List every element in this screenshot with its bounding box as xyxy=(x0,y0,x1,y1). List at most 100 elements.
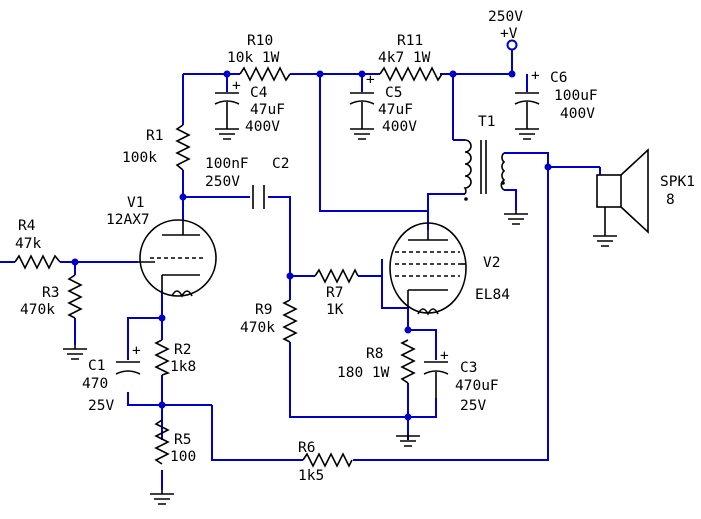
r8-ref-label: R8 xyxy=(366,346,383,362)
resistor-r4: R4 47k xyxy=(14,218,61,270)
capacitor-c2: C2 100nF 250V xyxy=(205,156,289,209)
junction-dot xyxy=(316,70,324,78)
ground-icon xyxy=(504,210,528,225)
c1-value-label: 470 xyxy=(82,376,108,392)
resistor-r6: R6 1k5 xyxy=(298,440,353,484)
c5-voltage-label: 400V xyxy=(382,119,417,135)
ground-icon xyxy=(396,435,420,447)
resistor-r10: R10 10k 1W xyxy=(227,33,291,82)
r2-value-label: 1k8 xyxy=(170,359,196,375)
c4-polarity: + xyxy=(232,78,241,94)
tube-v1: V1 12AX7 xyxy=(106,195,217,298)
supply-terminal: 250V +V xyxy=(488,9,523,51)
ground-icon xyxy=(350,125,374,140)
r5-value-label: 100 xyxy=(170,449,196,465)
resistor-r5: R5 100 xyxy=(154,419,196,465)
resistor-r8: R8 180 1W xyxy=(337,339,416,384)
r7-ref-label: R7 xyxy=(326,285,343,301)
t1-ref-label: T1 xyxy=(478,114,495,130)
r6-ref-label: R6 xyxy=(298,440,315,456)
r7-value-label: 1K xyxy=(326,302,344,318)
supply-voltage-label: 250V xyxy=(488,9,523,25)
tube-v2: V2 EL84 xyxy=(389,222,510,316)
r6-value-label: 1k5 xyxy=(298,468,324,484)
capacitor-c4: + C4 47uF 400V xyxy=(214,78,285,135)
c6-voltage-label: 400V xyxy=(560,106,595,122)
speaker-spk1: SPK1 8 xyxy=(596,148,695,234)
v2-ref-label: V2 xyxy=(483,255,500,271)
spk1-value-label: 8 xyxy=(666,192,675,208)
r10-ref-label: R10 xyxy=(247,33,273,49)
wires xyxy=(0,50,600,490)
junction-dot xyxy=(179,193,187,201)
resistor-r11: R11 4k7 1W xyxy=(378,33,443,82)
spk1-ref-label: SPK1 xyxy=(660,174,695,190)
junction-dot xyxy=(223,70,231,78)
junction-dot xyxy=(286,272,294,280)
junction-dot xyxy=(544,163,552,171)
c2-ref-label: C2 xyxy=(272,156,289,172)
c3-voltage-label: 25V xyxy=(460,398,486,414)
r2-ref-label: R2 xyxy=(174,342,191,358)
c1-polarity: + xyxy=(132,343,141,359)
ground-icon xyxy=(215,125,239,140)
r10-value-label: 10k 1W xyxy=(227,50,280,66)
c6-polarity: + xyxy=(531,68,540,84)
r5-ref-label: R5 xyxy=(174,432,191,448)
c4-value-label: 47uF xyxy=(250,102,285,118)
c2-value-label: 100nF xyxy=(205,156,249,172)
ground-icon xyxy=(63,345,87,360)
c1-ref-label: C1 xyxy=(88,358,105,374)
junction-dot xyxy=(404,413,412,421)
ground-icon xyxy=(515,125,539,140)
c5-value-label: 47uF xyxy=(378,102,413,118)
c2-voltage-label: 250V xyxy=(205,174,240,190)
resistor-r2: R2 1k8 xyxy=(154,339,196,376)
c6-value-label: 100uF xyxy=(554,88,598,104)
resistor-r9: R9 470k xyxy=(240,299,298,343)
c3-ref-label: C3 xyxy=(460,360,477,376)
junction-dot xyxy=(158,401,166,409)
junction-dot xyxy=(449,70,457,78)
c3-value-label: 470uF xyxy=(455,378,499,394)
resistor-r1: R1 100k xyxy=(122,124,191,171)
r1-value-label: 100k xyxy=(122,150,157,166)
r3-ref-label: R3 xyxy=(42,285,59,301)
resistor-r7: R7 1K xyxy=(314,268,359,318)
junction-dot xyxy=(71,258,79,266)
r9-ref-label: R9 xyxy=(255,302,272,318)
r11-value-label: 4k7 1W xyxy=(378,50,431,66)
ground-symbols xyxy=(63,125,617,505)
r1-ref-label: R1 xyxy=(146,128,163,144)
junction-dot xyxy=(158,314,166,322)
c4-ref-label: C4 xyxy=(250,85,268,101)
capacitor-c5: + C5 47uF 400V xyxy=(349,72,417,135)
capacitor-c3: + C3 470uF 25V xyxy=(423,348,499,414)
junction-dot xyxy=(404,326,412,334)
r9-value-label: 470k xyxy=(240,320,275,336)
junction-dot xyxy=(358,70,366,78)
ground-icon xyxy=(593,230,617,247)
resistor-r3: R3 470k xyxy=(20,274,83,319)
transformer-t1: T1 xyxy=(463,114,506,201)
junction-dot xyxy=(508,70,516,78)
supply-node-label: +V xyxy=(500,26,518,42)
v1-type-label: 12AX7 xyxy=(106,212,150,228)
r4-value-label: 47k xyxy=(15,236,41,252)
r8-value-label: 180 1W xyxy=(337,365,390,381)
c1-voltage-label: 25V xyxy=(88,398,114,414)
capacitor-c6: + C6 100uF 400V xyxy=(514,68,598,125)
c4-voltage-label: 400V xyxy=(245,119,280,135)
junction-dots xyxy=(71,70,552,421)
r3-value-label: 470k xyxy=(20,302,55,318)
v1-ref-label: V1 xyxy=(127,195,144,211)
r4-ref-label: R4 xyxy=(18,218,36,234)
r11-ref-label: R11 xyxy=(397,33,423,49)
ground-icon xyxy=(150,490,174,505)
capacitor-c1: + C1 470 25V xyxy=(82,343,141,414)
v2-type-label: EL84 xyxy=(475,287,510,303)
c5-ref-label: C5 xyxy=(385,85,402,101)
c3-polarity: + xyxy=(440,348,449,364)
c6-ref-label: C6 xyxy=(550,70,567,86)
